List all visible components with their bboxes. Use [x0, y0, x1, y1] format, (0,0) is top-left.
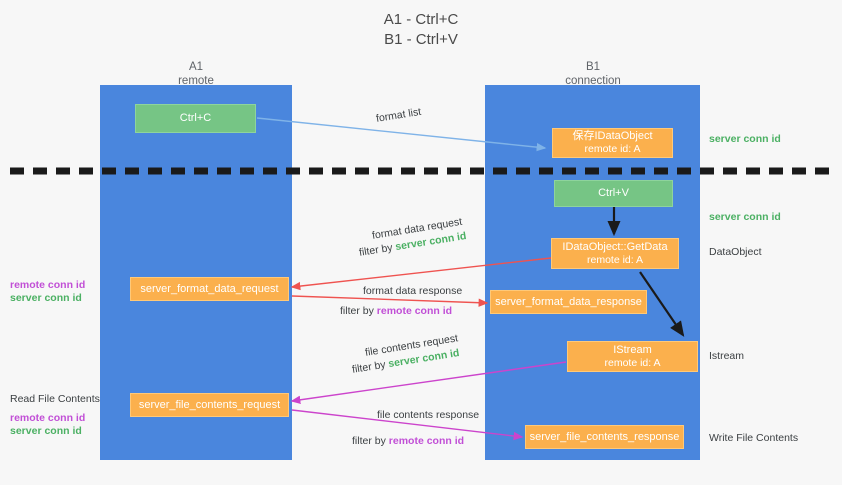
annotation-remote-conn-id-1: remote conn id	[10, 279, 86, 291]
diagram-title: A1 - Ctrl+C B1 - Ctrl+V	[0, 10, 842, 50]
node-istream-label: IStream	[613, 343, 652, 356]
node-istream[interactable]: IStream remote id: A	[567, 341, 698, 372]
arrow-format-list	[256, 117, 547, 152]
annotation-read-file-contents: Read File Contents	[10, 393, 100, 405]
edge-label-format-data-response-filter: filter by remote conn id	[340, 304, 452, 318]
arrow-getdata-to-istream	[639, 271, 685, 337]
node-server-format-data-response-label: server_format_data_response	[495, 295, 642, 308]
annotation-server-conn-id-1: server conn id	[709, 133, 781, 145]
arrow-format-data-request	[290, 257, 552, 291]
node-ctrl-v-label: Ctrl+V	[598, 187, 629, 199]
node-server-format-data-request-label: server_format_data_request	[140, 282, 279, 295]
annotation-dataobject: DataObject	[709, 246, 762, 258]
node-server-format-data-request[interactable]: server_format_data_request	[130, 277, 289, 301]
node-server-file-contents-response[interactable]: server_file_contents_response	[525, 425, 684, 449]
node-ctrl-v[interactable]: Ctrl+V	[554, 180, 673, 207]
node-idataobject-getdata-label: IDataObject::GetData	[562, 240, 668, 253]
filter-prefix: filter by	[352, 435, 389, 447]
node-ctrl-c[interactable]: Ctrl+C	[135, 104, 256, 133]
title-line-2: B1 - Ctrl+V	[384, 31, 458, 48]
filter-value-remote-conn-id: remote conn id	[388, 435, 465, 447]
node-idataobject-getdata[interactable]: IDataObject::GetData remote id: A	[551, 238, 679, 269]
node-server-file-contents-request-label: server_file_contents_request	[138, 398, 281, 411]
edge-label-format-data-response: format data response	[363, 285, 463, 297]
annotation-remote-conn-id-2: remote conn id	[10, 412, 86, 424]
annotation-server-conn-id-3: server conn id	[10, 292, 82, 304]
column-header-a1-sub: remote	[178, 75, 214, 87]
node-server-file-contents-response-label: server_file_contents_response	[529, 430, 680, 443]
column-header-b1: B1 connection	[493, 60, 693, 88]
node-server-format-data-response[interactable]: server_format_data_response	[490, 290, 647, 314]
node-istream-remote-id: remote id: A	[604, 356, 661, 369]
title-line-1: A1 - Ctrl+C	[383, 11, 459, 28]
filter-value-remote-conn-id: remote conn id	[376, 305, 453, 317]
arrow-file-contents-response	[291, 409, 524, 441]
node-server-file-contents-request[interactable]: server_file_contents_request	[130, 393, 289, 417]
annotation-server-conn-id-4: server conn id	[10, 425, 82, 437]
arrow-format-data-response	[291, 295, 489, 307]
column-header-b1-name: B1	[585, 61, 601, 73]
filter-prefix: filter by	[340, 305, 377, 317]
column-header-a1: A1 remote	[96, 60, 296, 88]
arrow-file-contents-request	[290, 361, 567, 404]
annotation-write-file-contents: Write File Contents	[709, 432, 799, 444]
annotation-istream: Istream	[709, 350, 745, 362]
column-header-b1-sub: connection	[565, 75, 621, 87]
edge-label-file-contents-response-filter: filter by remote conn id	[352, 434, 464, 448]
column-header-a1-name: A1	[188, 61, 204, 73]
annotation-server-conn-id-2: server conn id	[709, 211, 781, 223]
node-save-idataobject[interactable]: 保存IDataObject remote id: A	[552, 128, 673, 158]
edge-label-file-contents-response: file contents response	[377, 409, 480, 421]
node-idataobject-getdata-remote-id: remote id: A	[586, 253, 644, 266]
node-ctrl-c-label: Ctrl+C	[179, 112, 212, 124]
node-save-idataobject-remote-id: remote id: A	[584, 143, 641, 155]
node-save-idataobject-label: 保存IDataObject	[572, 130, 653, 142]
